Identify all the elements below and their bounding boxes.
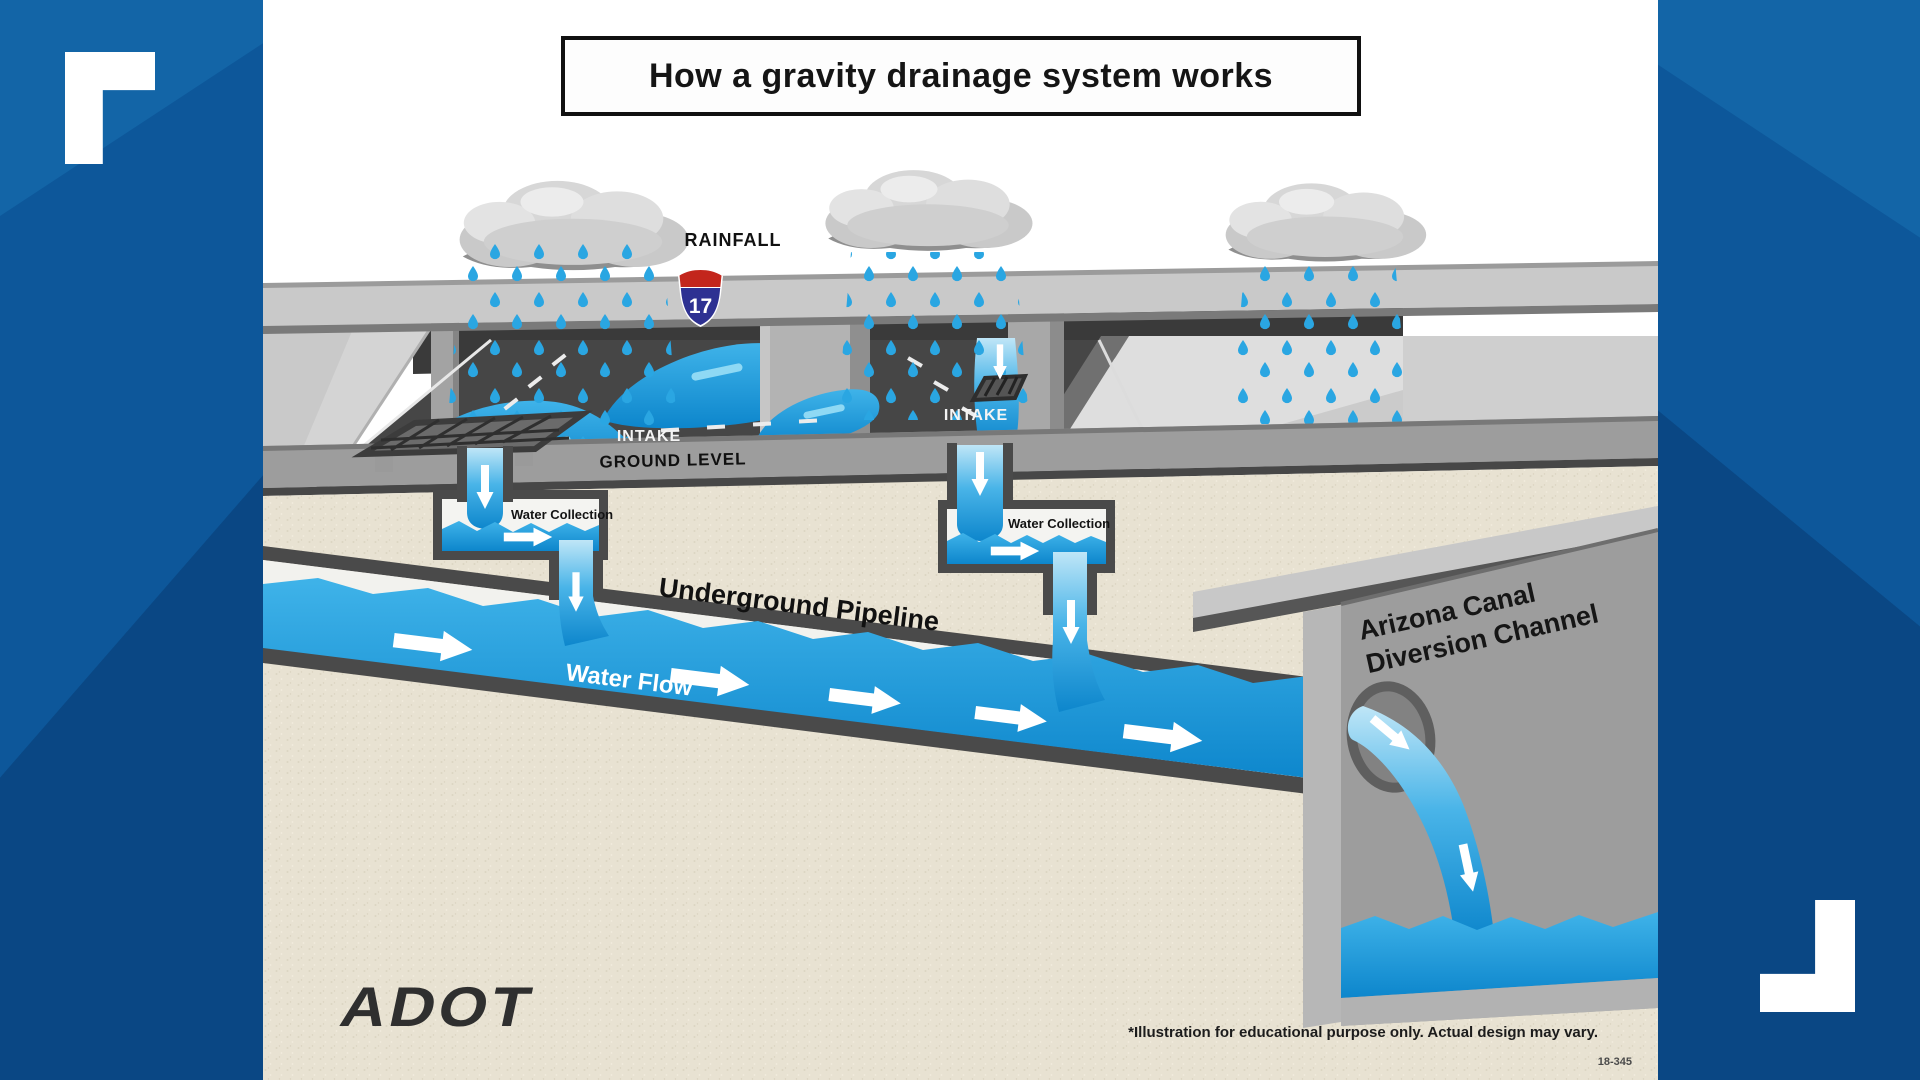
diagram-title: How a gravity drainage system works xyxy=(648,56,1274,95)
diversion-channel: Arizona Canal Diversion Channel xyxy=(1193,506,1658,1028)
outfall-water xyxy=(1347,706,1493,938)
rainfall-label: RAINFALL xyxy=(685,230,782,250)
water-collection-label: Water Collection xyxy=(511,507,613,522)
right-water-collection-assembly: Water Collection xyxy=(938,344,1115,712)
disclaimer-text: *Illustration for educational purpose on… xyxy=(1128,1024,1598,1041)
adot-logo: ADOT xyxy=(335,975,540,1038)
drainage-diagram-panel: 17 xyxy=(263,0,1658,1080)
pipeline-water xyxy=(263,578,1348,783)
interstate-17-shield-icon: 17 xyxy=(678,270,723,327)
diagram-title-box: How a gravity drainage system works xyxy=(561,36,1361,116)
channel-water xyxy=(1341,912,1658,998)
left-water-collection-assembly: Water Collection xyxy=(351,410,613,646)
blue-frame-right xyxy=(1658,0,1920,1080)
intake-grate-icon xyxy=(969,373,1029,403)
intake-label-left: INTAKE xyxy=(617,428,681,445)
ground-level-label: GROUND LEVEL xyxy=(599,449,746,471)
blue-frame-left xyxy=(0,0,263,1080)
underground-pipeline xyxy=(263,546,1348,799)
water-collection-label: Water Collection xyxy=(1008,516,1110,531)
intake-label-right: INTAKE xyxy=(944,407,1008,424)
document-number: 18-345 xyxy=(1597,1056,1632,1068)
interstate-shield-number: 17 xyxy=(689,295,712,318)
drainage-diagram-illustration: 17 xyxy=(263,0,1658,1080)
